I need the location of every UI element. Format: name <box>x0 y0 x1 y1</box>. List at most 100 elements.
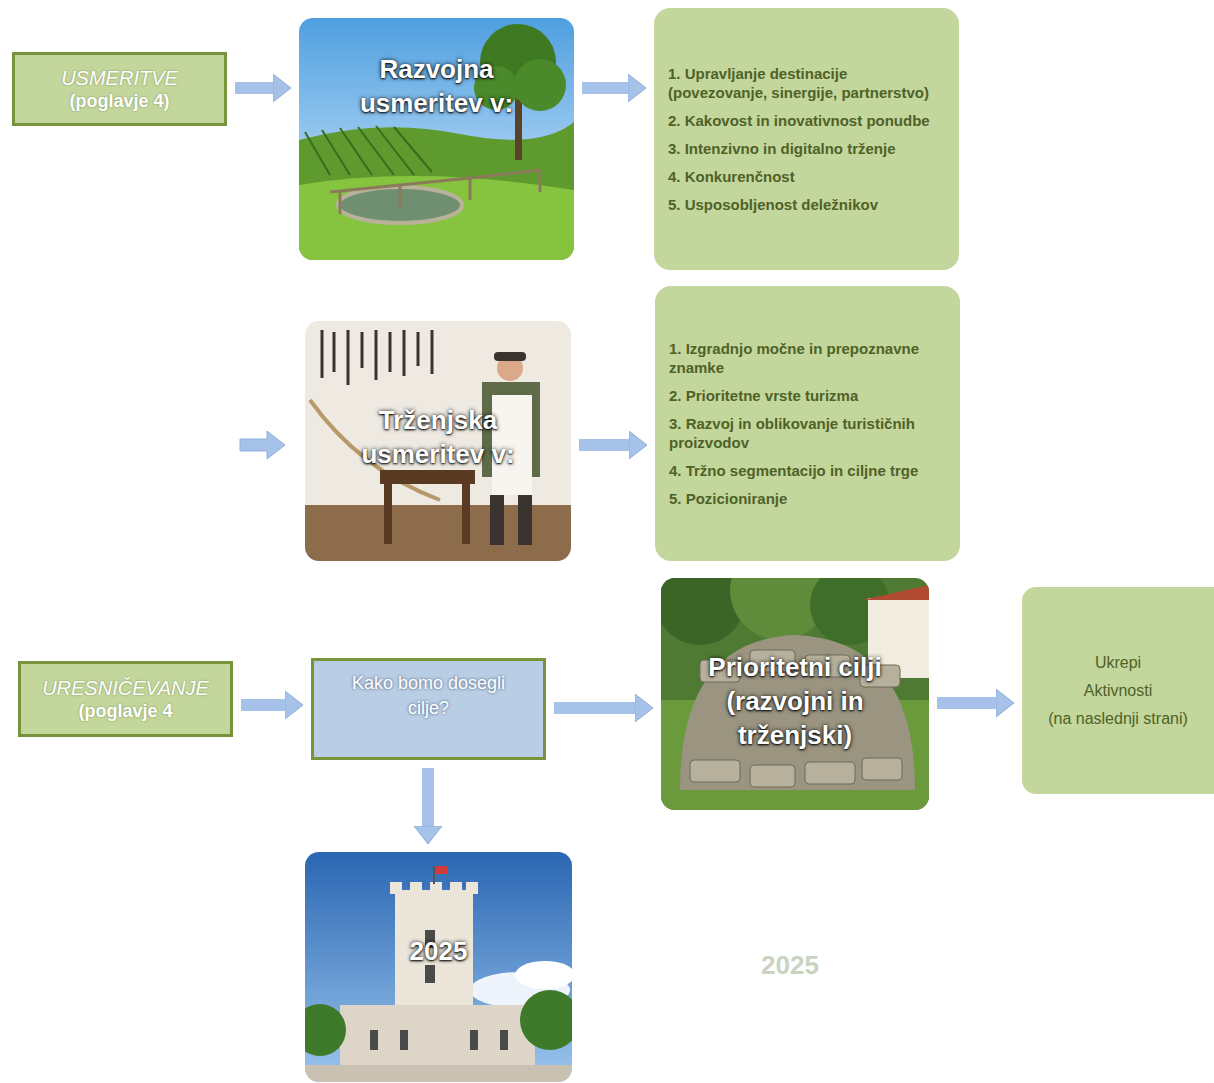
tower-photo-part-part <box>450 882 462 894</box>
node-text: URESNIČEVANJE <box>42 676 209 700</box>
node-text: 3. Intenzivno in digitalno trženje <box>668 139 896 158</box>
vineyard-photo-part <box>330 170 540 214</box>
node-text: 3. Razvoj in oblikovanje turističnih pro… <box>669 414 946 452</box>
vineyard-photo-part-part <box>539 170 542 192</box>
tower-photo-part-part <box>410 882 422 894</box>
tower-photo-part <box>435 866 447 874</box>
node-text: 5. Pozicioniranje <box>669 489 787 508</box>
stone-monument-photo-part <box>680 635 915 790</box>
photo-box: 2025 <box>305 852 572 1082</box>
vineyard-photo-part-part <box>330 170 540 192</box>
vineyard-photo-part-part <box>399 184 402 207</box>
node-text: (poglavje 4 <box>78 700 172 722</box>
craftsman-photo-part-part <box>361 332 364 368</box>
node-text: 5. Usposobljenost deležnikov <box>668 195 878 214</box>
photo-box: Razvojna usmeritev v: <box>299 18 574 260</box>
flow-arrow <box>579 439 629 451</box>
tower-photo-part-part <box>400 1030 408 1050</box>
tower-photo-part-part <box>370 1030 378 1050</box>
stone-monument-photo-part-part <box>690 760 740 782</box>
node-text: 4. Konkurenčnost <box>668 167 795 186</box>
vineyard-photo-part-part <box>358 127 394 175</box>
photo-box: Trženjska usmeritev v: <box>305 321 571 561</box>
tower-photo-part-part <box>470 1030 478 1050</box>
tower-photo-part <box>520 990 572 1050</box>
craftsman-photo-part-part <box>321 330 324 378</box>
vineyard-photo-part <box>299 176 574 260</box>
tower-photo-part-part <box>500 1030 508 1050</box>
craftsman-photo-part-part <box>333 332 336 372</box>
stone-monument-photo <box>661 578 929 810</box>
node-text: Prioritetni cilji (razvojni in trženjski… <box>695 650 895 752</box>
vineyard-photo-part <box>514 59 566 111</box>
node-text: Aktivnosti <box>1084 677 1152 705</box>
craftsman-photo <box>305 321 571 561</box>
craftsman-photo-part <box>322 330 432 385</box>
vineyard-photo-part <box>305 126 432 175</box>
tower-photo-part <box>370 930 508 1050</box>
node-text: 4. Tržno segmentacijo in ciljne trge <box>669 461 918 480</box>
tower-photo-part <box>305 1065 572 1082</box>
craftsman-photo-part <box>305 321 571 561</box>
craftsman-photo-part <box>384 484 392 544</box>
stone-monument-photo-part-part <box>805 762 855 784</box>
craftsman-photo-part-part <box>417 332 420 366</box>
node-text: Razvojna usmeritev v: <box>327 52 546 120</box>
flow-arrow <box>235 82 273 94</box>
flow-arrow <box>422 768 434 826</box>
note-box: UkrepiAktivnosti(na naslednji strani) <box>1022 587 1214 794</box>
section-tag: URESNIČEVANJE(poglavje 4 <box>18 661 233 737</box>
stone-monument-photo-part-part <box>750 765 795 787</box>
vineyard-photo-part <box>299 122 574 260</box>
craftsman-photo-part <box>494 352 526 361</box>
tower-photo-part <box>395 890 473 1010</box>
node-text: Kako bomo dosegli cilje? <box>330 671 527 721</box>
stone-monument-photo-part-part <box>862 758 902 780</box>
craftsman-photo-part-part <box>347 330 350 385</box>
craftsman-photo-part-part <box>389 332 392 372</box>
vineyard-photo-part-part <box>394 127 432 172</box>
vineyard-photo-part-part <box>339 190 342 214</box>
photo-box: Prioritetni cilji (razvojni in trženjski… <box>661 578 929 810</box>
craftsman-photo-part <box>462 484 470 544</box>
node-text: (na naslednji strani) <box>1048 705 1188 733</box>
tower-photo <box>305 852 572 1082</box>
free-arrow <box>240 431 285 459</box>
stone-monument-photo-part <box>862 585 929 600</box>
stone-monument-photo-part <box>690 650 902 787</box>
section-tag: USMERITVE(poglavje 4) <box>12 52 227 126</box>
list-box: 1. Izgradnjo močne in prepoznavne znamke… <box>655 286 960 561</box>
flow-arrow <box>582 82 628 94</box>
tower-photo-part-part <box>390 882 402 894</box>
vineyard-photo-part <box>299 18 574 260</box>
node-text: Trženjska usmeritev v: <box>345 403 531 471</box>
list-box: 1. Upravljanje destinacije (povezovanje,… <box>654 8 959 270</box>
question-box: Kako bomo dosegli cilje? <box>311 658 546 760</box>
craftsman-photo-part <box>380 470 475 484</box>
flow-arrow <box>241 699 285 711</box>
flow-arrow <box>937 697 996 709</box>
tower-photo-part <box>515 961 572 989</box>
craftsman-photo-part-part <box>431 330 434 374</box>
node-text: 1. Izgradnjo močne in prepoznavne znamke <box>669 339 946 377</box>
watermark-label: 2025 <box>740 950 840 981</box>
vineyard-photo-part-part <box>469 178 472 200</box>
tower-photo-part-part <box>466 882 478 894</box>
craftsman-photo-part-part <box>375 330 378 380</box>
node-text: 2025 <box>410 934 468 968</box>
craftsman-photo-part-part <box>403 330 406 376</box>
node-text: 1. Upravljanje destinacije (povezovanje,… <box>668 64 945 102</box>
node-text: USMERITVE <box>61 66 178 90</box>
vineyard-photo <box>299 18 574 260</box>
node-text: 2. Prioritetne vrste turizma <box>669 386 858 405</box>
craftsman-photo-part <box>518 495 532 545</box>
vineyard-photo-part-part <box>340 128 372 175</box>
craftsman-photo-part <box>490 495 504 545</box>
flow-arrow <box>554 702 635 714</box>
tower-photo-part-part <box>425 965 435 983</box>
node-text: (poglavje 4) <box>69 90 169 112</box>
tower-photo-part-part <box>430 882 442 894</box>
